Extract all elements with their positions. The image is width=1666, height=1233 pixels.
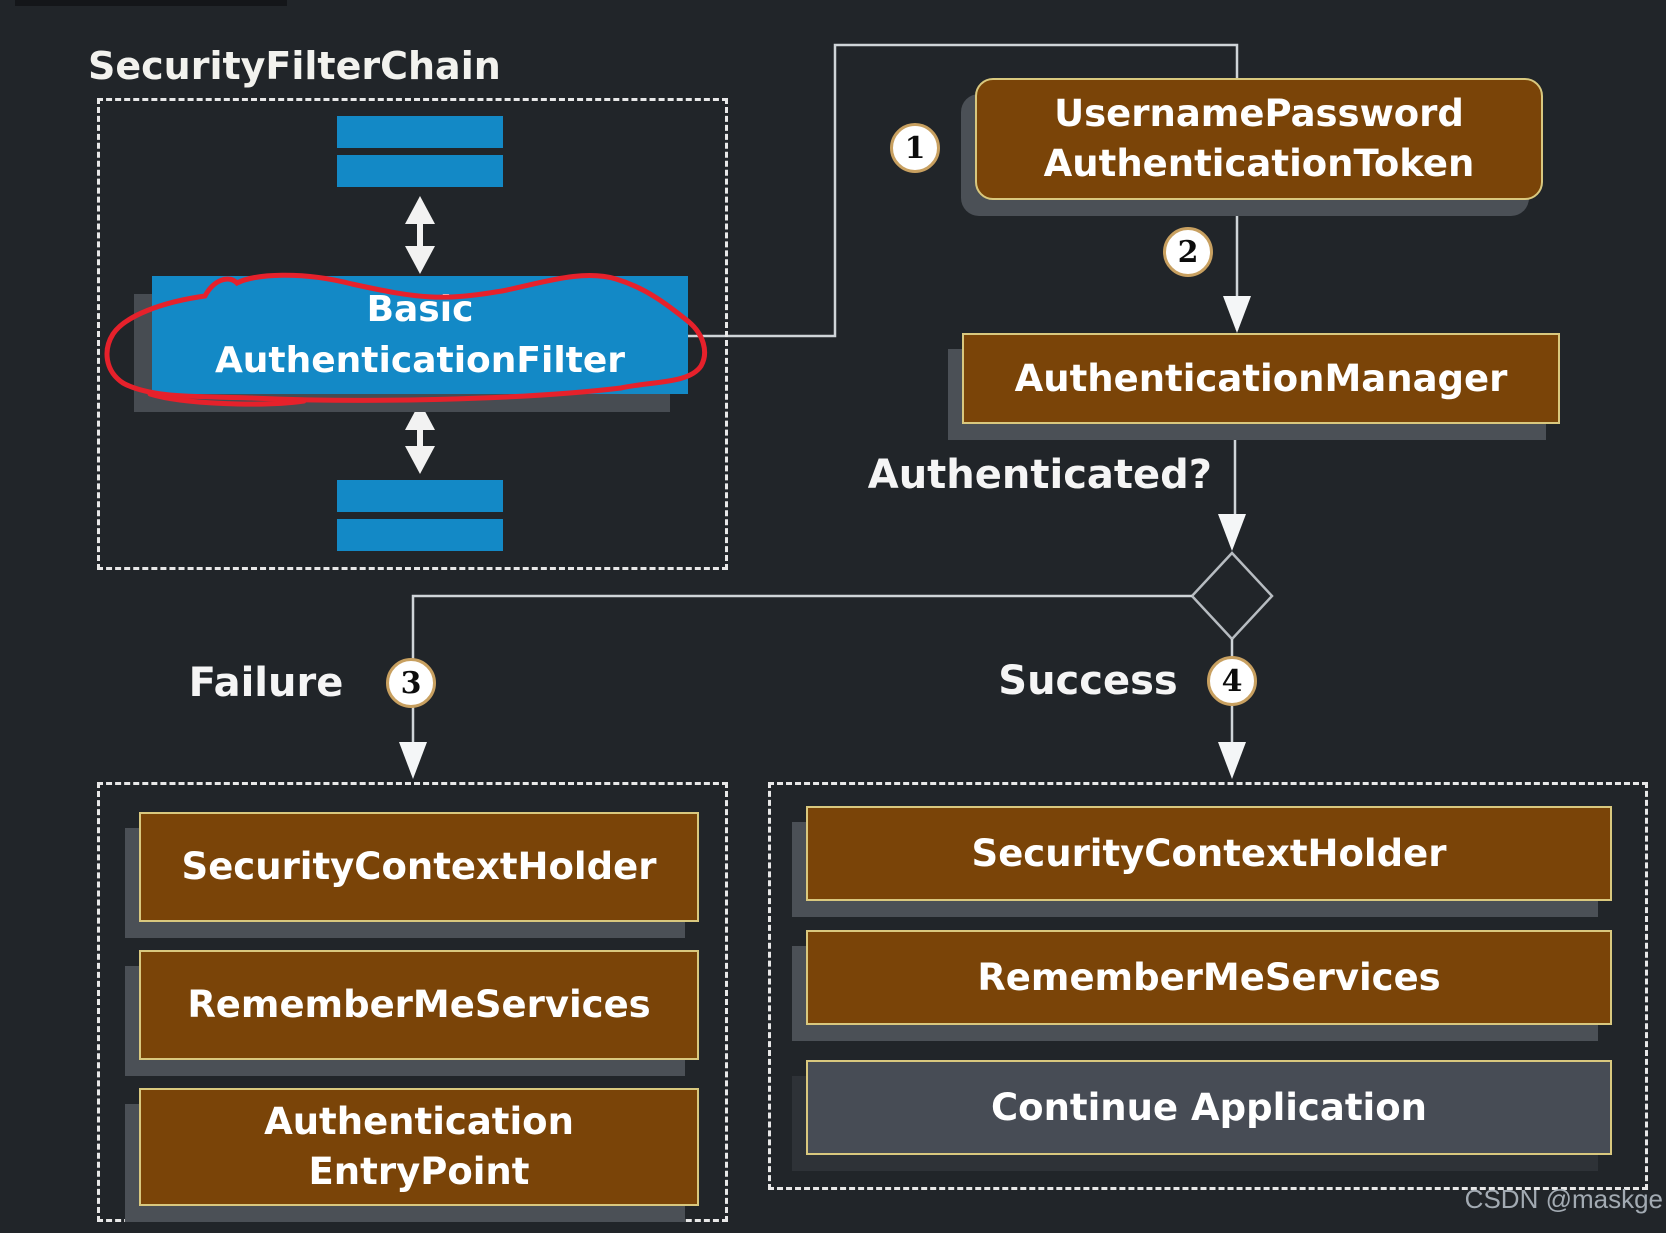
token-label-line1: UsernamePassword (1054, 92, 1464, 135)
decision-diamond (1190, 551, 1274, 641)
double-arrow-bottom-icon (405, 402, 435, 474)
filter-chain-title: SecurityFilterChain (88, 44, 501, 88)
success-label: Success (998, 658, 1178, 704)
arrowhead-into-diamond-icon (1218, 514, 1246, 551)
step-badge-2: 2 (1163, 227, 1213, 277)
node-label: SecurityContextHolder (971, 831, 1447, 875)
arrowhead-into-manager-icon (1223, 296, 1251, 333)
authentication-entry-point-node[interactable]: Authentication EntryPoint (139, 1088, 699, 1206)
success-container (768, 782, 1648, 1190)
failure-label: Failure (188, 660, 344, 706)
filter-label-line2: AuthenticationFilter (214, 340, 626, 381)
filter-slot-bar (337, 480, 503, 512)
node-label: RememberMeServices (187, 983, 651, 1026)
filter-chain-container (97, 98, 728, 570)
arrowhead-success-icon (1218, 742, 1246, 779)
filter-slot-bar (337, 155, 503, 187)
node-label: RememberMeServices (977, 955, 1441, 999)
token-label-line2: AuthenticationToken (1043, 142, 1475, 185)
step-badge-4: 4 (1207, 656, 1257, 706)
step-badge-3: 3 (386, 658, 436, 708)
entry-point-label-line1: Authentication (264, 1100, 574, 1143)
success-security-context-holder-node[interactable]: SecurityContextHolder (806, 806, 1612, 901)
filter-slot-bar (337, 116, 503, 148)
top-left-strip (15, 0, 287, 6)
basic-authentication-filter-node[interactable]: Basic AuthenticationFilter (152, 276, 688, 394)
success-remember-me-services-node[interactable]: RememberMeServices (806, 930, 1612, 1025)
entry-point-label-line2: EntryPoint (308, 1150, 530, 1193)
arrowhead-failure-icon (399, 742, 427, 779)
manager-label: AuthenticationManager (1014, 356, 1508, 400)
username-password-token-node[interactable]: UsernamePassword AuthenticationToken (975, 78, 1543, 200)
authenticated-question-label: Authenticated? (867, 452, 1212, 498)
node-label: Continue Application (991, 1085, 1427, 1129)
filter-label-line1: Basic (366, 289, 474, 330)
authentication-manager-node[interactable]: AuthenticationManager (962, 333, 1560, 424)
double-arrow-top-icon (405, 196, 435, 274)
watermark-text: CSDN @maskge (1464, 1184, 1663, 1214)
failure-remember-me-services-node[interactable]: RememberMeServices (139, 950, 699, 1060)
continue-application-node[interactable]: Continue Application (806, 1060, 1612, 1155)
failure-security-context-holder-node[interactable]: SecurityContextHolder (139, 812, 699, 922)
step-badge-1: 1 (890, 123, 940, 173)
filter-slot-bar (337, 519, 503, 551)
node-label: SecurityContextHolder (181, 845, 657, 888)
failure-container (97, 782, 728, 1222)
